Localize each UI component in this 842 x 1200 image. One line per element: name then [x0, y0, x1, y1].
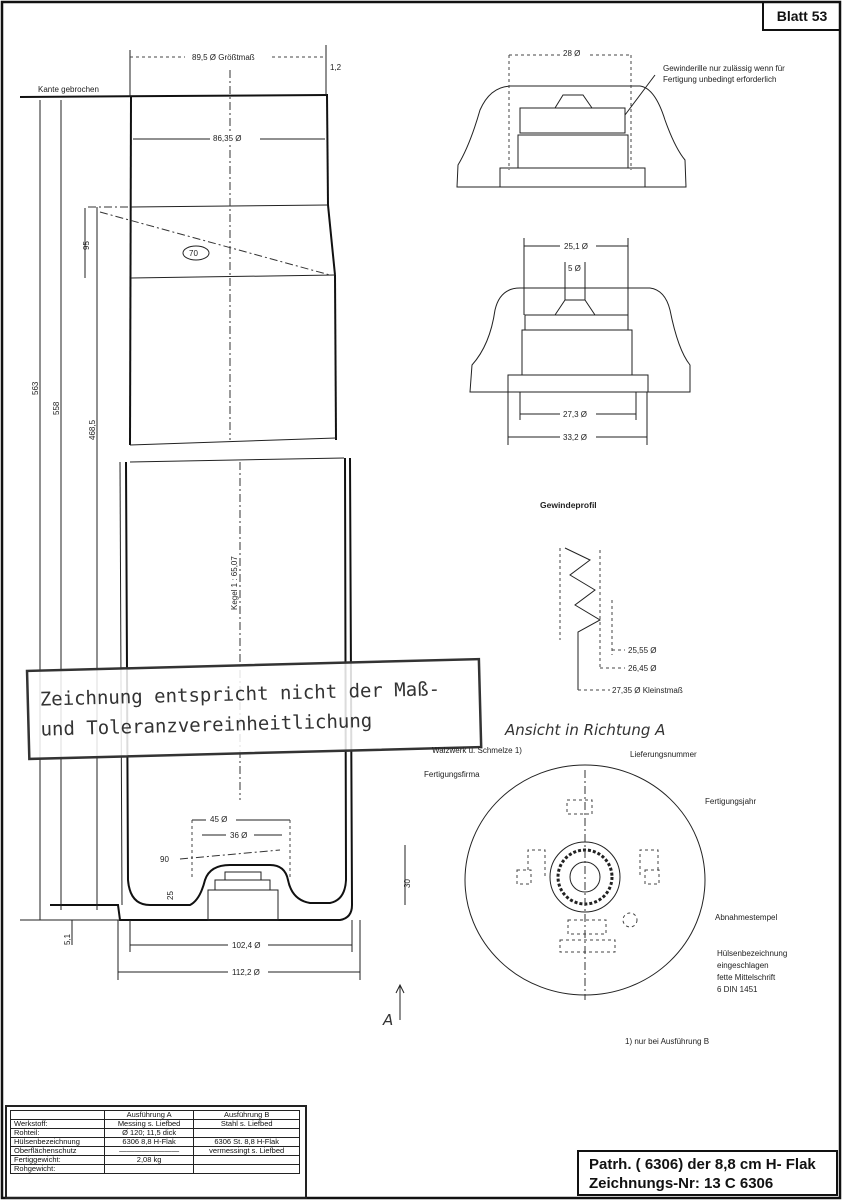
dim-28: 28 Ø [563, 49, 580, 58]
label-huelsenbezeichnung: Hülsenbezeichnung [717, 949, 787, 958]
dim-90: 90 [160, 855, 169, 864]
dim-558: 558 [52, 401, 61, 415]
material-table-frame [5, 1105, 307, 1199]
label-fertigungsjahr: Fertigungsjahr [705, 797, 756, 806]
dim-5-1: 5,1 [63, 933, 72, 945]
drawing-number: Zeichnungs-Nr: 13 C 6306 [589, 1175, 774, 1192]
base-view-title: Ansicht in Richtung A [504, 721, 665, 739]
label-walzwerk: Walzwerk u. Schmelze 1) [432, 746, 522, 755]
view-marker-a: A [382, 1011, 393, 1029]
edge-note: Kante gebrochen [38, 85, 99, 94]
thread-dim-1: 25,55 Ø [628, 646, 656, 655]
dim-36: 36 Ø [230, 831, 247, 840]
table-cell: vermessingt s. Liefbed [193, 1146, 300, 1156]
thread-dim-3: 27,35 Ø Kleinstmaß [612, 686, 683, 695]
dim-86-35: 86,35 Ø [213, 134, 241, 143]
table-cell: Stahl s. Liefbed [193, 1119, 300, 1129]
label-lieferungsnummer: Lieferungsnummer [630, 750, 697, 759]
thread-groove-note-1: Gewinderille nur zulässig wenn für [663, 64, 785, 73]
table-row: Rohgewicht: [10, 1164, 300, 1174]
table-cell [193, 1155, 300, 1165]
dim-95: 95 [82, 241, 91, 250]
material-table: Ausführung A Ausführung B Werkstoff: Mes… [10, 1110, 300, 1174]
dim-5: 5 Ø [568, 264, 581, 273]
sheet-number: Blatt 53 [762, 2, 840, 31]
dim-45: 45 Ø [210, 815, 227, 824]
dim-89-5: 89,5 Ø Größtmaß [192, 53, 255, 62]
table-cell: Rohgewicht: [10, 1164, 105, 1174]
label-din: 6 DIN 1451 [717, 985, 758, 994]
thread-profile-drawing [559, 547, 625, 691]
footnote: 1) nur bei Ausführung B [625, 1037, 709, 1046]
dim-112-2: 112,2 Ø [232, 968, 260, 977]
primer-pocket-detail-1 [456, 54, 687, 188]
primer-pocket-detail-2 [469, 238, 691, 445]
dim-25-1: 25,1 Ø [564, 242, 588, 251]
vertical-dimensions [39, 100, 98, 945]
table-cell [193, 1164, 300, 1174]
dim-25: 25 [166, 891, 175, 900]
case-base-view [464, 764, 706, 1000]
dim-468-5: 468,5 [88, 419, 97, 440]
table-cell: 2,08 kg [103, 1155, 195, 1165]
dim-563: 563 [31, 381, 40, 395]
label-mittelschrift: fette Mittelschrift [717, 973, 776, 982]
angle-70: 70 [189, 249, 198, 258]
taper-label: Kegel 1 : 65,07 [230, 556, 239, 610]
dim-27-3: 27,3 Ø [563, 410, 587, 419]
drawing-title: Patrh. ( 6306) der 8,8 cm H- Flak [589, 1156, 816, 1173]
label-eingeschlagen: eingeschlagen [717, 961, 769, 970]
dim-1-2: 1,2 [330, 63, 342, 72]
dim-30: 30 [403, 879, 412, 888]
label-abnahmestempel: Abnahmestempel [715, 913, 777, 922]
thread-dim-2: 26,45 Ø [628, 664, 656, 673]
case-lower-section [20, 457, 354, 921]
label-fertigungsfirma: Fertigungsfirma [424, 770, 480, 779]
dim-33-2: 33,2 Ø [563, 433, 587, 442]
title-block: Patrh. ( 6306) der 8,8 cm H- Flak Zeichn… [577, 1150, 838, 1196]
case-upper-section [19, 70, 337, 446]
thread-profile-title: Gewindeprofil [540, 500, 597, 510]
thread-groove-note-2: Fertigung unbedingt erforderlich [663, 75, 776, 84]
rubber-stamp: Zeichnung entspricht nicht der Maß- und … [25, 657, 483, 761]
dim-102-4: 102,4 Ø [232, 941, 260, 950]
table-cell [103, 1164, 195, 1174]
